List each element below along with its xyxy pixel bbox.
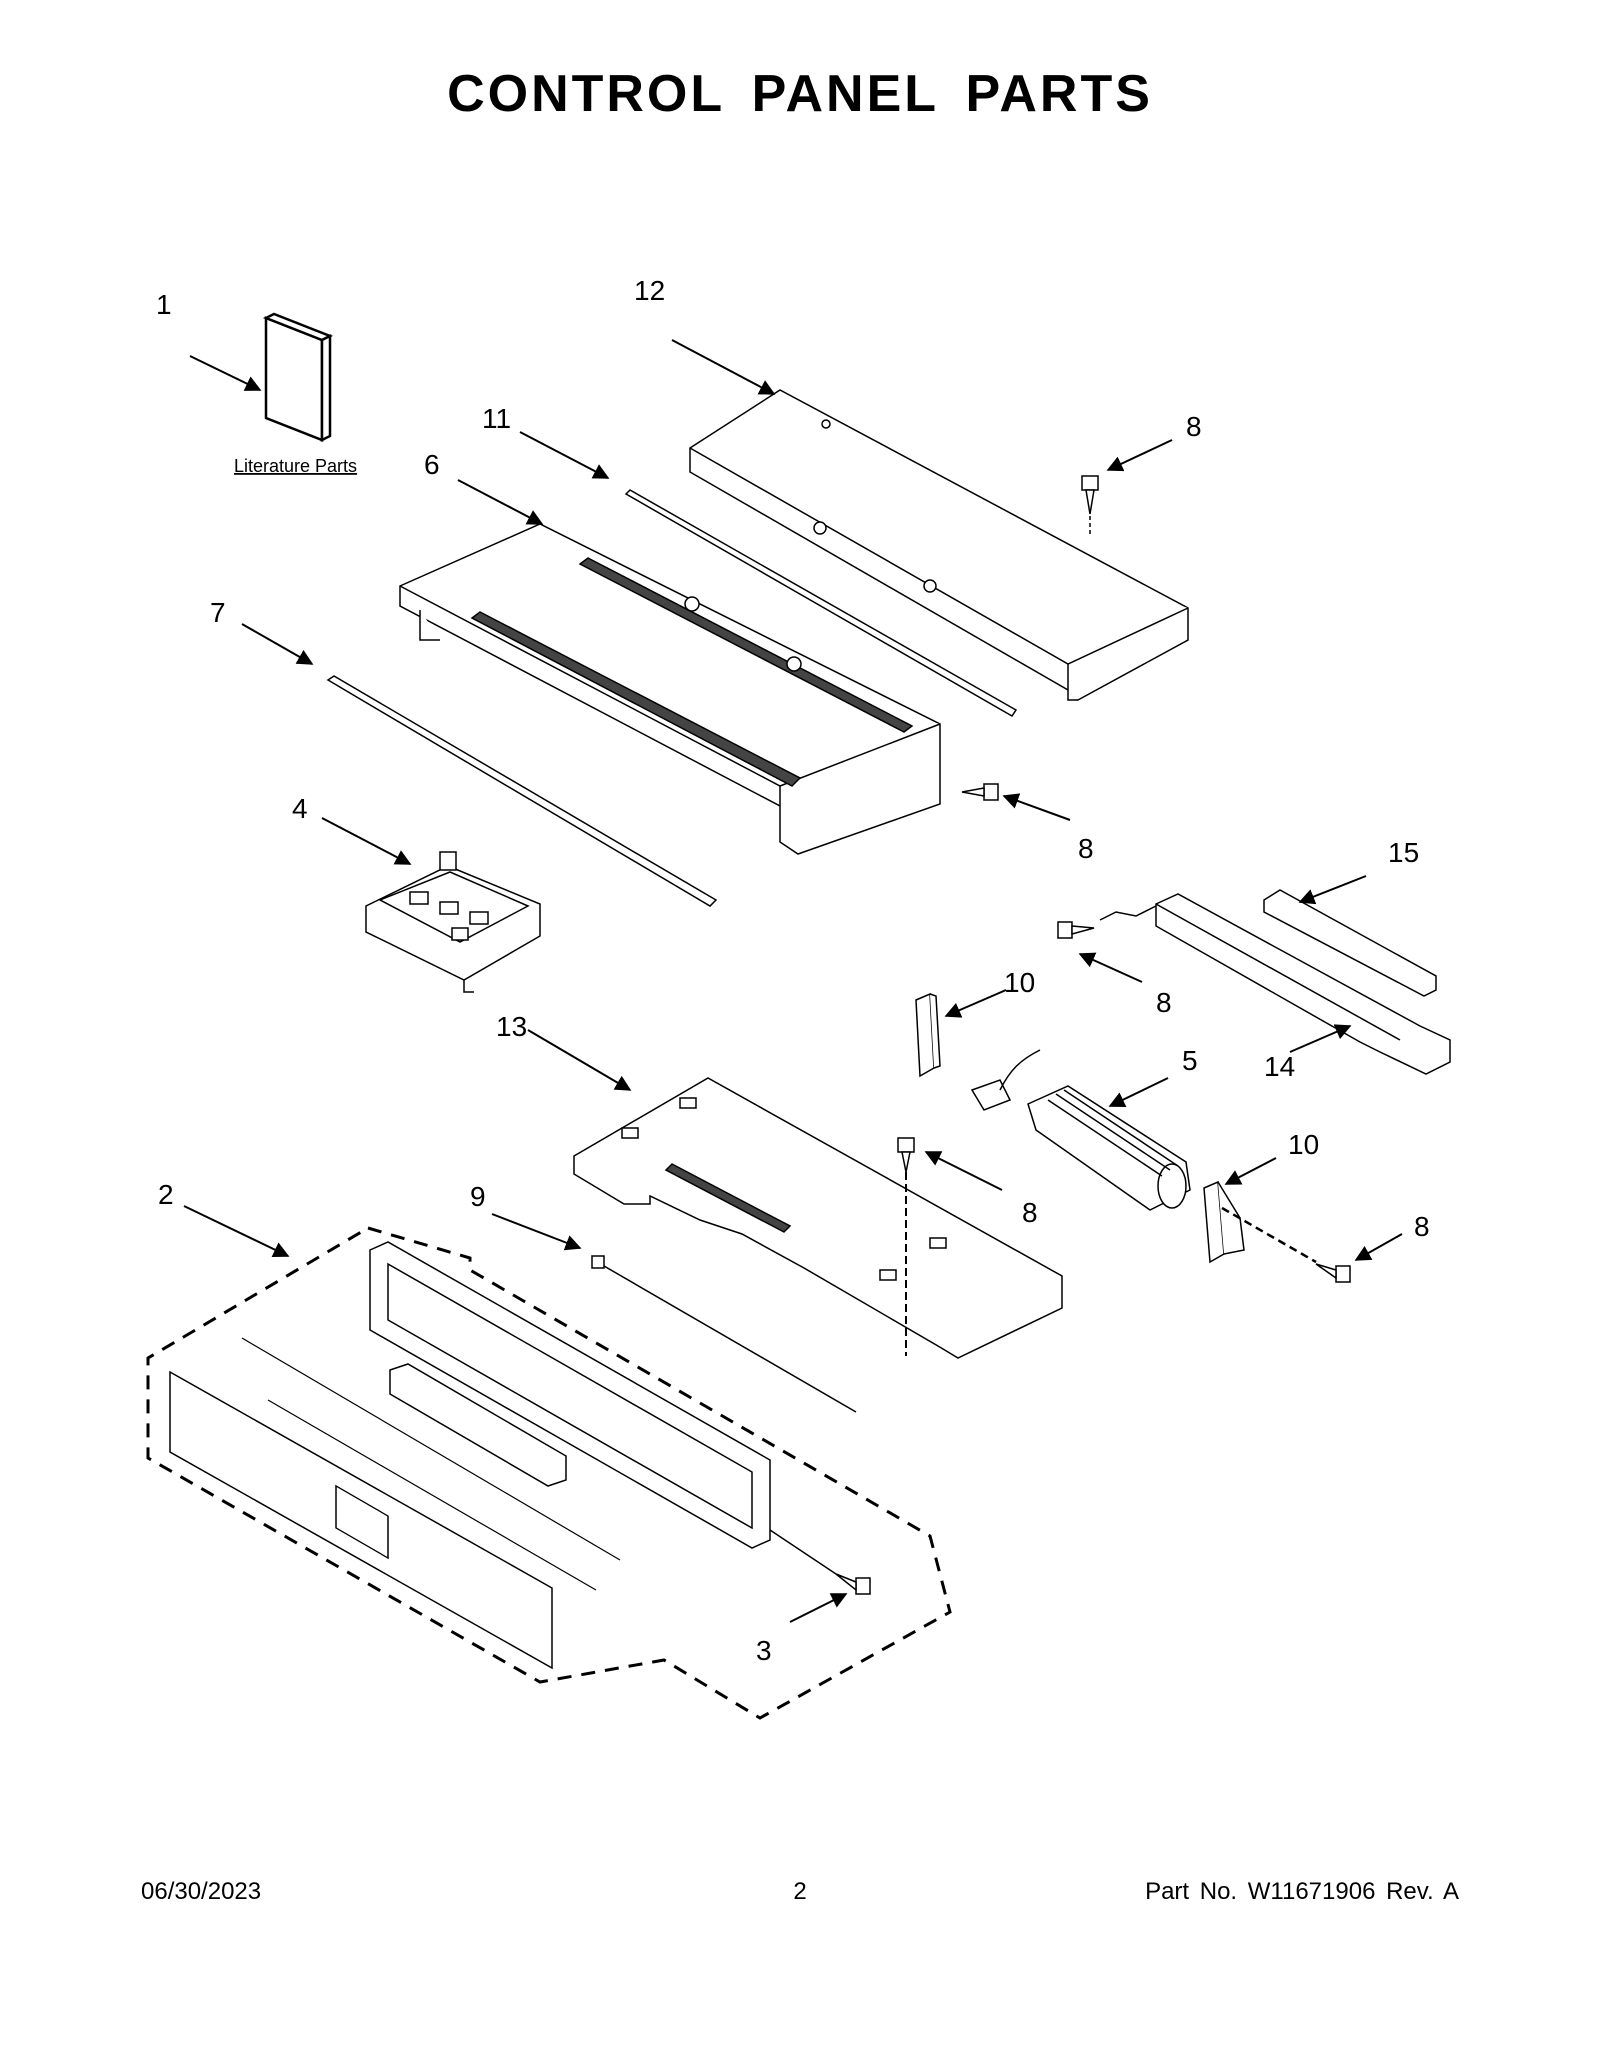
callout-2: 2 [158,1179,174,1210]
callout-8-a: 8 [1186,411,1202,442]
callout-7: 7 [210,597,226,628]
callout-10-a: 10 [1004,967,1035,998]
footer-part-number: Part No. W11671906 Rev. A [1145,1878,1459,1905]
screw-8d [897,1137,915,1356]
callout-14: 14 [1264,1051,1295,1082]
callout-5: 5 [1182,1045,1198,1076]
page-title: CONTROL PANEL PARTS [447,65,1153,123]
callout-8-e: 8 [1414,1211,1430,1242]
callout-9: 9 [470,1181,486,1212]
top-cover-part [689,389,1189,701]
callout-15: 15 [1388,837,1419,868]
footer-date: 06/30/2023 [141,1878,262,1905]
callout-8-c: 8 [1156,987,1172,1018]
bottom-plate-part [573,1077,1063,1359]
small-bracket-upper-part [915,992,941,1078]
callout-8-d: 8 [1022,1197,1038,1228]
screw-8b [961,783,999,801]
leader-arrows [183,339,1403,1623]
control-board-part [365,851,541,993]
screw-8a [1081,475,1099,534]
insulation-strip-part [1263,889,1437,997]
literature-parts-label: Literature Parts [234,456,357,476]
clip-wire-part [591,1255,857,1413]
callout-3: 3 [756,1635,772,1666]
literature-manual-part [262,312,334,443]
seal-strip-part [624,489,1018,718]
screw-8c [1057,921,1095,939]
callout-11: 11 [482,403,511,434]
footer-page-number: 2 [793,1878,807,1905]
trim-strip-part [326,675,718,907]
callout-10-b: 10 [1288,1129,1319,1160]
bracket-part [1099,893,1451,1075]
callout-1: 1 [156,289,172,320]
control-panel-housing-part [399,523,941,855]
callout-8-b: 8 [1078,833,1094,864]
callout-6: 6 [424,449,440,480]
console-assembly-group [146,1226,952,1720]
screw-8e [1221,1206,1351,1283]
small-bracket-lower-part [1203,1180,1245,1264]
blower-fan-part [970,1049,1191,1211]
callout-4: 4 [292,793,308,824]
callout-13: 13 [496,1011,527,1042]
screw-3 [769,1529,871,1595]
callout-12: 12 [634,275,665,306]
